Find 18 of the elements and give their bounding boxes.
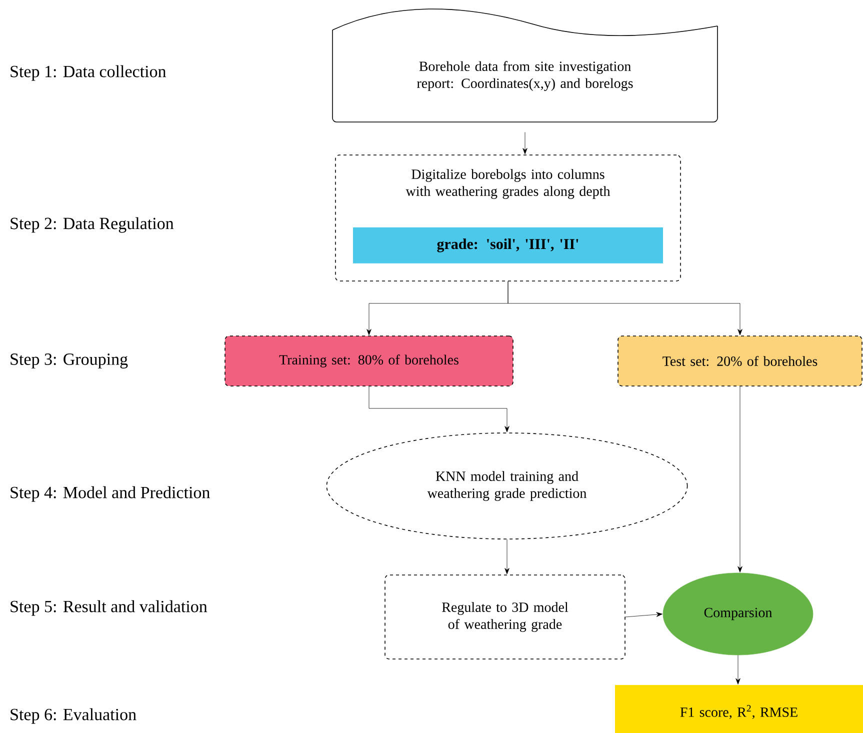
arrow (504, 539, 510, 574)
arrow (736, 655, 740, 684)
process-box: Regulate to 3D model of weathering grade (384, 574, 626, 660)
arrow (738, 386, 742, 572)
arrow (625, 612, 662, 618)
step-label: Step 5: Result and validation (10, 600, 208, 616)
arrow (508, 281, 742, 336)
step-label: Step 6: Evaluation (10, 708, 136, 724)
process-box: F1 score, R$^{2}$, RMSE (615, 685, 863, 733)
process-box: Test set: 20% of boreholes (618, 336, 862, 386)
process-box: grade: 'soil', 'III', 'II' (353, 227, 663, 264)
step-label: Step 1: Data collection (10, 65, 166, 81)
process-box: Training set: 80% of boreholes (224, 336, 514, 386)
arrow (368, 386, 510, 432)
step-label: Step 4: Model and Prediction (10, 486, 210, 502)
step-label: Step 3: Grouping (10, 354, 128, 368)
step-label: Step 2: Data Regulation (10, 217, 174, 233)
arrow (522, 132, 528, 154)
